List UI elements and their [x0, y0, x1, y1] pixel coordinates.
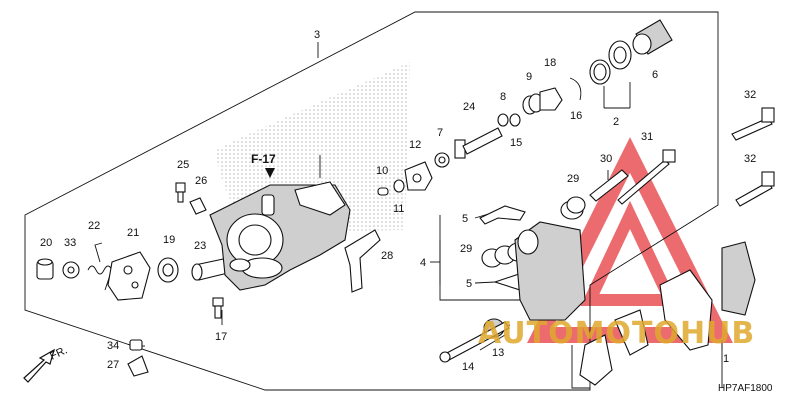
callout-13: 13	[492, 347, 504, 359]
part-28-spring-plate	[344, 229, 381, 293]
part-2-seal-set	[589, 40, 632, 85]
section-reference: F-17	[251, 152, 276, 166]
callout-3: 3	[314, 29, 320, 41]
callout-12: 12	[409, 139, 421, 151]
part-20-nut	[36, 258, 54, 280]
callout-25: 25	[177, 159, 189, 171]
part-29-boot-upper	[560, 196, 586, 220]
part-31-pin	[617, 149, 676, 205]
diagram-code: HP7AF1800	[718, 383, 773, 394]
part-25-bolt	[175, 182, 186, 203]
part-24-adjuster-bolt	[454, 127, 503, 159]
callout-1: 1	[723, 353, 729, 365]
callout-29-lower: 29	[460, 243, 472, 255]
callout-28: 28	[381, 250, 393, 262]
part-30-pin	[589, 169, 629, 202]
part-8-washer	[497, 113, 509, 127]
part-1-brake-pads	[579, 241, 756, 386]
part-19-seal	[157, 257, 179, 283]
part-12-lever	[404, 161, 433, 191]
callout-24: 24	[463, 101, 475, 113]
callout-34: 34	[107, 340, 119, 352]
part-14-pin	[439, 321, 510, 363]
callout-23: 23	[194, 240, 206, 252]
callout-7: 7	[437, 127, 443, 139]
callout-27: 27	[107, 359, 119, 371]
callout-32-upper: 32	[744, 89, 756, 101]
part-17-bolt	[212, 297, 224, 319]
callout-31: 31	[641, 131, 653, 143]
callout-6: 6	[652, 69, 658, 81]
callout-17: 17	[215, 331, 227, 343]
callout-32-lower: 32	[744, 153, 756, 165]
callout-16: 16	[570, 110, 582, 122]
callout-14: 14	[462, 361, 474, 373]
watermark: AUTOMOTOHUB	[478, 316, 755, 351]
part-32-bolt-lower	[735, 171, 775, 207]
part-33-washer	[62, 261, 80, 279]
callout-15: 15	[510, 137, 522, 149]
front-arrow-icon	[23, 348, 55, 383]
callout-5-lower: 5	[466, 278, 472, 290]
callout-5-upper: 5	[462, 213, 468, 225]
callout-8: 8	[500, 91, 506, 103]
part-7-nut	[434, 152, 450, 168]
callout-20: 20	[40, 237, 52, 249]
part-4-bracket	[514, 221, 586, 321]
part-6-piston	[632, 19, 673, 55]
callout-30: 30	[600, 153, 612, 165]
part-18-nut	[539, 87, 563, 111]
part-16-clip	[569, 77, 582, 101]
callout-10: 10	[376, 165, 388, 177]
section-arrow-icon	[265, 168, 275, 178]
watermark-text: AUTOMOTOHUB	[478, 316, 755, 351]
callout-19: 19	[163, 234, 175, 246]
part-5-spring-upper	[479, 205, 526, 225]
callout-9: 9	[526, 71, 532, 83]
callout-21: 21	[127, 227, 139, 239]
part-10-pin	[377, 187, 389, 196]
callout-29-upper: 29	[567, 173, 579, 185]
callout-18: 18	[544, 57, 556, 69]
caliper-body	[209, 181, 351, 291]
part-11-ring	[393, 179, 405, 193]
callout-11: 11	[393, 203, 404, 215]
part-32-bolt-upper	[731, 107, 775, 141]
part-27-clip	[127, 355, 149, 377]
part-26-clip	[189, 197, 207, 215]
callout-26: 26	[195, 175, 207, 187]
callout-22: 22	[88, 220, 100, 232]
callout-2: 2	[613, 116, 619, 128]
front-marker: FR.	[48, 344, 69, 362]
callout-4: 4	[420, 257, 426, 269]
part-34-pin	[129, 339, 143, 351]
callout-33: 33	[64, 237, 76, 249]
part-21-bracket	[107, 251, 151, 301]
part-15-washer	[509, 113, 521, 127]
